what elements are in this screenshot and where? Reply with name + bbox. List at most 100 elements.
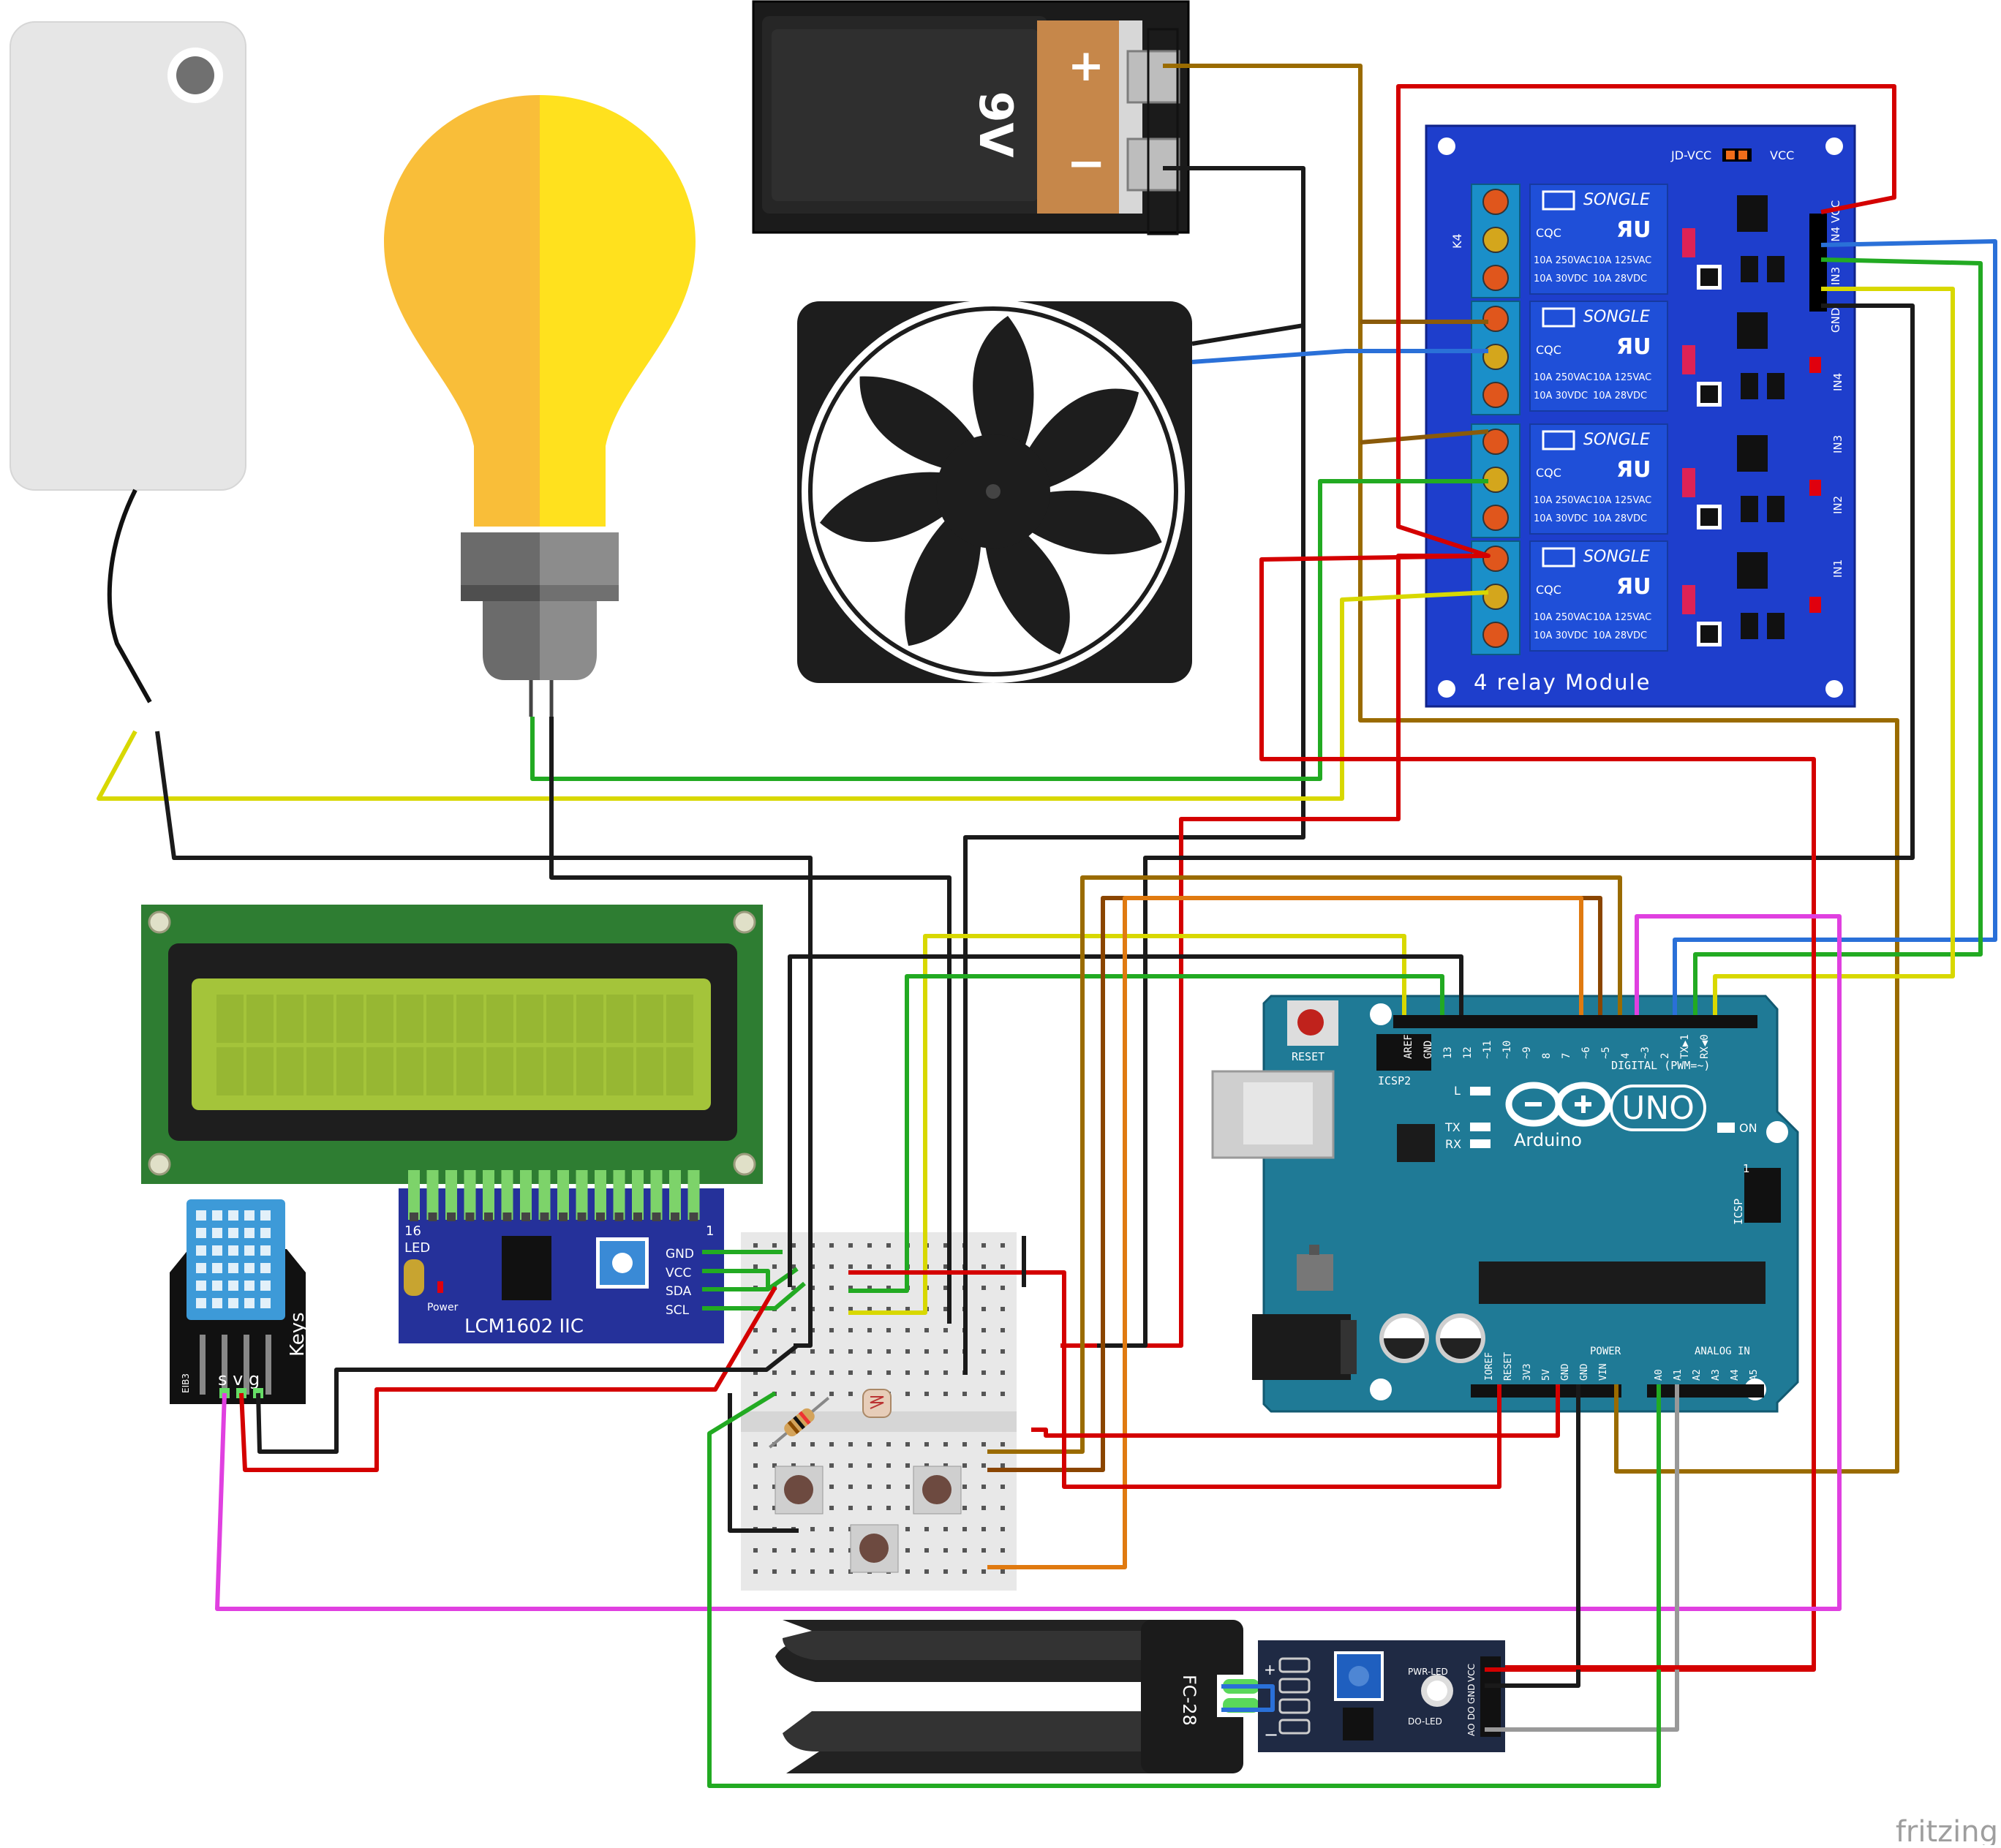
optocoupler [1737, 312, 1768, 349]
breadboard-hole [981, 1548, 986, 1553]
dht-ref: EIB3 [181, 1373, 191, 1393]
header-pin-base [671, 1212, 679, 1221]
breadboard-hole [905, 1527, 910, 1531]
digital-pin-label: ~6 [1580, 1046, 1592, 1059]
breadboard-hole [772, 1569, 777, 1574]
diode [1682, 585, 1695, 614]
breadboard-hole [905, 1307, 910, 1311]
breadboard-hole [924, 1442, 929, 1447]
breadboard-hole [848, 1328, 853, 1332]
breadboard-hole [867, 1243, 872, 1248]
header-pin-base [633, 1212, 642, 1221]
dht-vent [260, 1245, 271, 1256]
breadboard-hole [753, 1349, 758, 1354]
light-bulb [384, 95, 696, 717]
dht-vent [260, 1298, 271, 1308]
breadboard-hole [886, 1264, 891, 1269]
wire-button [987, 875, 1622, 1454]
relay-brand-label: SONGLE [1583, 548, 1650, 566]
breadboard-hole [943, 1463, 948, 1468]
breadboard-hole [924, 1463, 929, 1468]
relay-cqc-label: CQC [1536, 583, 1561, 597]
lcd-char-cell [426, 995, 453, 1043]
relay-cqc-label: CQC [1536, 226, 1561, 240]
lcd-char-cell [366, 995, 393, 1043]
terminal-screw [1482, 265, 1509, 291]
breadboard-hole [1000, 1392, 1005, 1396]
breadboard-hole [772, 1506, 777, 1510]
dht-vent [260, 1210, 271, 1221]
soil-minus-label: − [1264, 1724, 1278, 1745]
dht-vent [212, 1245, 222, 1256]
breadboard-hole [905, 1442, 910, 1447]
breadboard-hole [772, 1485, 777, 1489]
header-pin [520, 1170, 532, 1220]
relay-led [1809, 357, 1821, 373]
transistor [1700, 385, 1718, 403]
analog-pin-label: A3 [1711, 1369, 1722, 1381]
breadboard-hole [905, 1506, 910, 1510]
wire-i2c-vcc [702, 1269, 770, 1291]
breadboard-hole [1000, 1328, 1005, 1332]
battery-voltage-label: 9V [969, 91, 1022, 157]
breadboard-hole [981, 1307, 986, 1311]
breadboard-hole [753, 1485, 758, 1489]
i2c-vcc-label: VCC [666, 1266, 691, 1281]
arduino-icsp2-label: ICSP2 [1378, 1074, 1411, 1087]
breadboard-hole [943, 1349, 948, 1354]
diode [1682, 345, 1695, 374]
lcd-char-cell [576, 995, 603, 1043]
dht-vent [244, 1281, 255, 1291]
header-pin-base [484, 1212, 493, 1221]
digital-pin-label: ~11 [1482, 1041, 1493, 1059]
terminal-screw [1482, 306, 1509, 332]
lcd-char-cell [306, 1047, 334, 1095]
diode [1682, 468, 1695, 497]
breadboard-hole [772, 1328, 777, 1332]
breadboard-hole [886, 1506, 891, 1510]
wire-5v [848, 1270, 1501, 1489]
arduino-uno: RESET ICSP2 L TX RX UNO Arduino ON DIGIT… [1211, 995, 1799, 1413]
breadboard-hole [981, 1286, 986, 1290]
breadboard-hole [848, 1442, 853, 1447]
relay-body [1529, 184, 1668, 295]
dht-vent [196, 1245, 206, 1256]
breadboard-hole [905, 1370, 910, 1375]
relay-side-in1: IN1 [1831, 559, 1844, 578]
digital-pin-label: 7 [1561, 1053, 1572, 1059]
relay-brand-icon [1542, 190, 1575, 211]
lcd-char-cell [486, 995, 513, 1043]
breadboard-hole [1000, 1548, 1005, 1553]
breadboard-hole [943, 1569, 948, 1574]
i2c-scl-label: SCL [666, 1303, 690, 1318]
digital-header [1393, 1015, 1757, 1028]
header-pin-base [465, 1212, 475, 1221]
lcd-char-cell [366, 1047, 393, 1095]
breadboard-hole [753, 1548, 758, 1553]
lcd-char-cell [336, 995, 363, 1043]
header-pin-base [559, 1212, 568, 1221]
breadboard-hole [1000, 1485, 1005, 1489]
breadboard-hole [905, 1392, 910, 1396]
transistor [1741, 373, 1758, 399]
lcd-display [141, 905, 763, 1184]
transistor [1700, 268, 1718, 286]
wire-scl [848, 974, 1444, 1293]
wire-probe [1221, 1684, 1275, 1712]
breadboard-hole [772, 1349, 777, 1354]
terminal-screw [1482, 584, 1509, 610]
digital-pin-label: ~10 [1501, 1041, 1513, 1059]
dht-sensor: Keys EIB3 s v g [170, 1199, 309, 1404]
lcd-char-cell [246, 1047, 274, 1095]
wire-sda [848, 934, 1406, 1315]
relay-ul-label: ЯU [1616, 457, 1651, 483]
breadboard-hole [924, 1392, 929, 1396]
dht-vent [228, 1228, 238, 1238]
dht-vent [244, 1210, 255, 1221]
breadboard-hole [810, 1442, 815, 1447]
lcd-char-cell [246, 995, 274, 1043]
